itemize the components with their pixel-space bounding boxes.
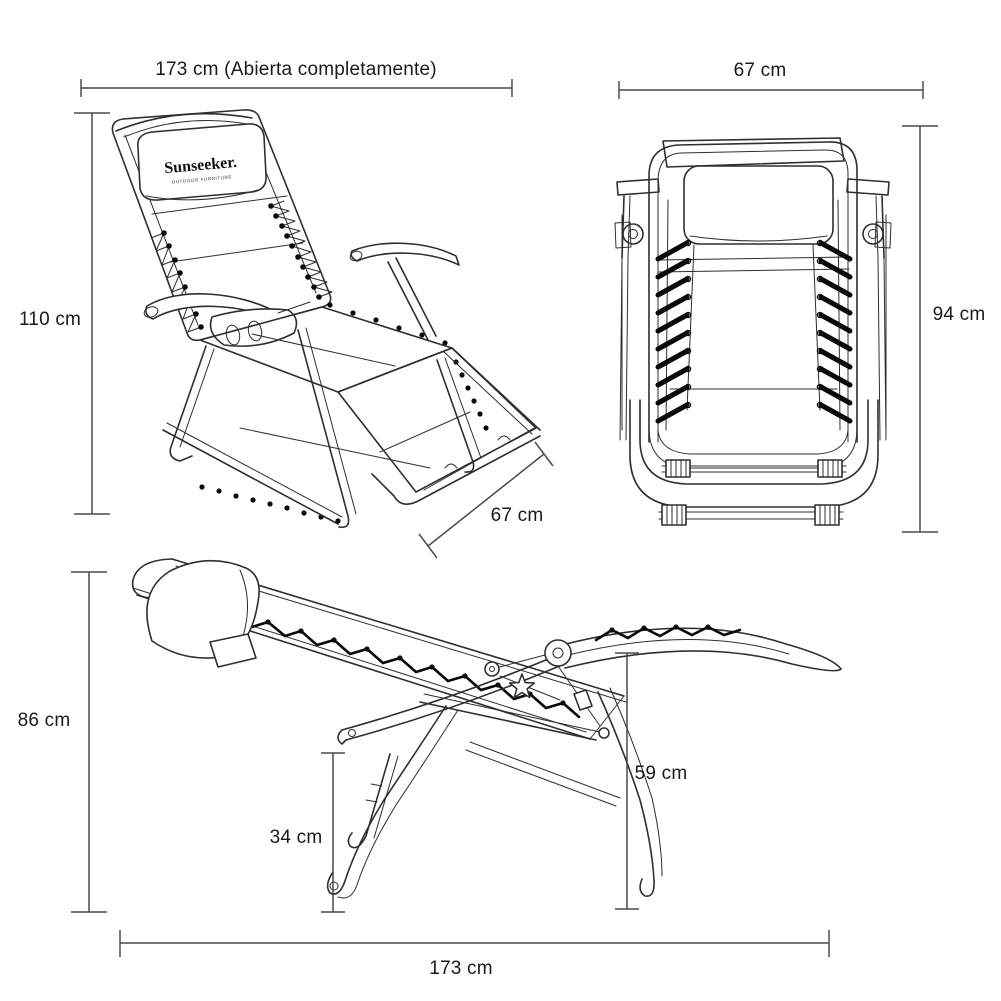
dim-folded-height-line (902, 125, 938, 533)
view-open-perspective: Sunseeker. OUTDOOR FURNITURE (74, 79, 554, 559)
dim-reclined-length-label: 173 cm (429, 958, 493, 979)
dim-folded-width-line (618, 81, 924, 99)
brand-logo: Sunseeker. (164, 154, 238, 177)
reclined-chair-armrest (337, 654, 563, 745)
dim-open-depth-line (418, 441, 554, 559)
dim-open-height-line (74, 112, 110, 515)
folded-chair-crossbar-upper (661, 459, 847, 478)
reclined-chair-mechanism (419, 639, 610, 741)
dim-open-height-label: 110 cm (18, 309, 82, 330)
view-folded-front (614, 81, 938, 533)
dim-open-width-label: 173 cm (Abierta completamente) (155, 59, 437, 80)
open-chair-armrests (143, 242, 460, 347)
folded-chair-headrest-pillow (683, 165, 834, 245)
reclined-chair-headrest-pillow (146, 559, 260, 668)
dim-reclined-length-line (119, 930, 830, 957)
folded-chair-crossbar-lower (658, 504, 844, 526)
reclined-chair-lacing (250, 619, 581, 719)
dim-seat-height-line (321, 752, 345, 913)
view-reclined-side (71, 558, 842, 957)
open-chair-seat-footrest (199, 306, 541, 505)
folded-chair-frame (621, 137, 887, 443)
open-chair-headrest-pillow: Sunseeker. OUTDOOR FURNITURE (136, 123, 267, 201)
brand-tagline: OUTDOOR FURNITURE (172, 174, 233, 184)
folded-chair-base (629, 399, 879, 526)
dim-reclined-height-line (71, 571, 107, 913)
open-chair-lacing (150, 200, 489, 524)
dim-seat-height-label: 34 cm (269, 827, 323, 848)
folded-chair-lacing (655, 239, 853, 424)
dim-reclined-height-label: 86 cm (17, 710, 71, 731)
reclined-chair-legrest (561, 624, 842, 672)
dim-folded-width-label: 67 cm (733, 60, 787, 81)
adjuster-knob-star (508, 673, 536, 699)
dim-folded-height-label: 94 cm (932, 304, 986, 325)
open-chair-legs (162, 327, 482, 529)
folded-chair-fabric (669, 244, 838, 411)
dim-open-depth-label: 67 cm (490, 505, 544, 526)
folded-chair-arm-brackets (614, 178, 892, 441)
dim-footrest-height-label: 59 cm (634, 763, 688, 784)
dim-footrest-height-line (615, 652, 639, 910)
dim-open-width-line (80, 79, 513, 97)
reclined-chair-legs (326, 687, 663, 899)
